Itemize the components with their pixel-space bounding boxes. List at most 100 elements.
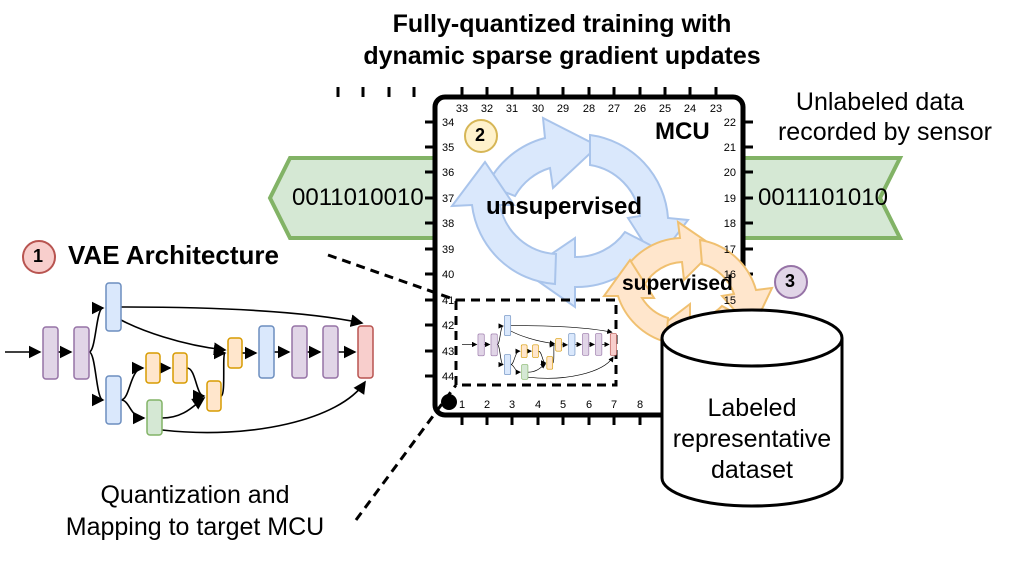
step2-number: 2 [475,125,486,145]
vae-edge [527,363,547,373]
vae-edge [510,325,613,334]
pin-label-right: 18 [724,218,736,230]
pin-label-top: 29 [557,103,569,115]
dataset-line-3: dataset [710,456,793,484]
vae-network [5,282,374,436]
vae-layer-orange [532,344,539,358]
pin-label-left: 34 [442,117,454,129]
mcu-label: MCU [655,118,710,145]
pin-label-top: 26 [634,103,646,115]
step3-circle [774,265,808,299]
pin-label-bottom: 7 [611,399,617,411]
pin-label-bottom: 8 [637,399,643,411]
pin-label-top: 31 [506,103,518,115]
pin-label-right: 17 [724,244,736,256]
vae-layer-blue [568,333,576,356]
pin-label-top: 24 [684,103,696,115]
dataset-line-1: Labeled [707,394,797,422]
vae-edge [527,356,614,379]
pin-label-left: 38 [442,218,454,230]
left-data-ribbon [267,156,442,240]
pin-label-right: 16 [724,269,736,281]
step2-circle [464,119,498,153]
vae-layer-blue [105,375,122,425]
vae-layer-orange [227,337,243,369]
vae-layer-purple [291,325,308,379]
pin-label-right: 19 [724,193,736,205]
pin-label-top: 33 [456,103,468,115]
pin-label-top: 25 [659,103,671,115]
vae-layer-blue [504,354,512,375]
pin-label-top: 23 [710,103,722,115]
pin-label-top: 32 [481,103,493,115]
pin-label-left: 40 [442,269,454,281]
pin-label-bottom: 2 [484,399,490,411]
vae-edge [88,301,105,353]
pin-label-left: 43 [442,346,454,358]
vae-layer-purple [73,326,90,380]
vae-layer-purple [490,333,498,357]
step3-number: 3 [785,271,796,291]
vae-network-mini [462,315,617,380]
unlabeled-line-1: Unlabeled data [795,88,965,116]
pin-label-left: 39 [442,244,454,256]
step1-label: VAE Architecture [68,240,279,270]
unsupervised-cycle [449,116,690,309]
vae-edge [496,344,504,368]
zoom-connector-top [327,253,457,302]
pin-label-bottom: 1 [459,399,465,411]
vae-layer-red [357,325,374,379]
title-line-1: Fully-quantized training with [392,10,732,38]
pin-label-top: 30 [532,103,544,115]
vae-edge [120,361,145,401]
vae-layer-red [609,333,617,356]
vae-layer-blue [258,325,275,379]
vae-layer-orange [206,380,222,412]
dataset-line-2: representative [672,425,832,453]
vae-layer-purple [322,325,339,379]
vae-edge [510,348,521,365]
vae-layer-green [521,364,529,380]
vae-layer-orange [546,356,554,370]
vae-edge [538,350,547,366]
quantization-line-1: Quantization and [100,481,290,509]
vae-edge [120,306,364,327]
vae-layer-purple [582,333,590,356]
left-bitstream: 0011010010 [292,184,424,211]
pin-label-right: 22 [724,117,736,129]
supervised-label: supervised [622,272,733,295]
unlabeled-line-2: recorded by sensor [777,118,992,146]
pin-label-top: 27 [608,103,620,115]
title-line-2: dynamic sparse gradient updates [363,42,761,70]
vae-layer-blue [504,315,512,336]
vae-edge [161,380,366,434]
vae-edge [186,367,206,403]
vae-layer-purple [595,333,603,356]
vae-layer-purple [477,333,485,357]
vae-layer-orange [145,352,161,384]
vae-layer-orange [172,352,188,384]
pin-label-bottom: 6 [586,399,592,411]
pin-label-left: 35 [442,142,454,154]
vae-edge [496,323,504,345]
step1-number: 1 [33,246,44,266]
zoom-connector-bottom [354,384,458,521]
quantization-line-2: Mapping to target MCU [65,513,325,541]
pin-label-bottom: 3 [509,399,515,411]
vae-edge [510,364,522,375]
dataset-cylinder [660,308,844,508]
pin-label-right: 15 [724,295,736,307]
pin-label-bottom: 5 [560,399,566,411]
vae-edge [120,319,227,356]
vae-layer-blue [105,282,122,332]
vae-edge [88,351,105,407]
vae-layer-green [146,399,163,436]
pin-label-left: 36 [442,167,454,179]
step1-circle [22,240,56,274]
right-bitstream: 0011101010 [758,184,888,211]
vae-layer-orange [555,338,562,352]
vae-edge [510,330,556,346]
pin-label-left: 37 [442,193,454,205]
